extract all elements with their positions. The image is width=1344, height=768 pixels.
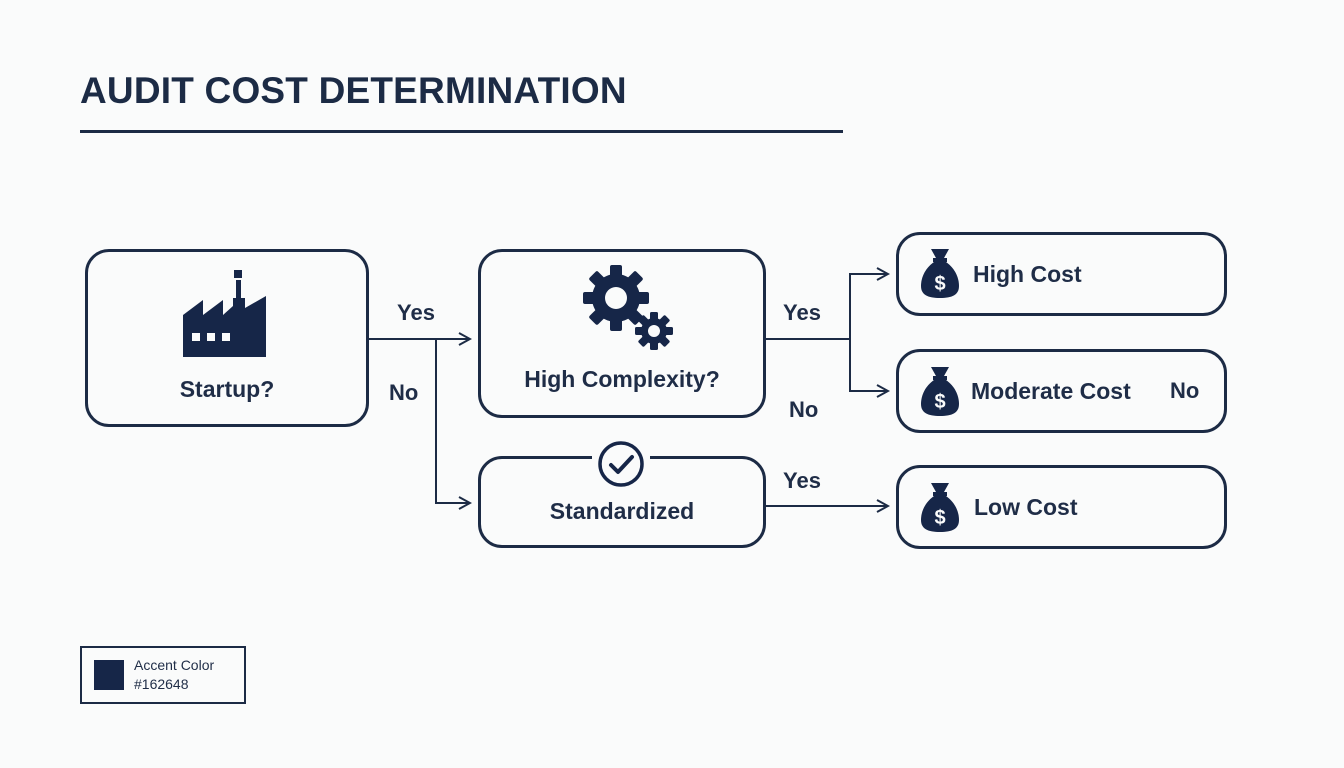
page-title: AUDIT COST DETERMINATION [80, 70, 627, 111]
money-bag-icon: $ [921, 367, 959, 416]
accent-color-swatch [94, 660, 124, 690]
edge-complexity-to-moderate-cost [849, 339, 888, 391]
high-cost-label: High Cost [973, 261, 1082, 287]
color-legend: Accent Color #162648 [80, 646, 246, 704]
money-bag-icon: $ [921, 249, 959, 298]
low-cost-label: Low Cost [974, 494, 1078, 520]
checkmark-circle-icon [592, 441, 650, 487]
edge-label-startup-yes: Yes [397, 300, 435, 325]
high-complexity-label: High Complexity? [524, 366, 720, 392]
legend-label: Accent Color [134, 657, 215, 673]
edge-startup-to-standardized [435, 339, 470, 503]
edge-label-complexity-yes: Yes [783, 300, 821, 325]
factory-icon [183, 270, 266, 357]
edge-label-moderate-no: No [1170, 378, 1200, 403]
startup-label: Startup? [179, 376, 275, 402]
edge-label-complexity-no: No [789, 397, 819, 422]
title-underline [80, 130, 843, 133]
legend-hex-value: #162648 [134, 676, 189, 692]
gears-icon [583, 265, 673, 350]
svg-text:$: $ [934, 507, 945, 529]
svg-text:$: $ [934, 391, 945, 413]
edge-label-standardized-yes: Yes [783, 468, 821, 493]
edge-label-startup-no: No [389, 380, 419, 405]
moderate-cost-label: Moderate Cost [971, 378, 1131, 404]
money-bag-icon: $ [921, 483, 959, 532]
standardized-label: Standardized [549, 498, 695, 524]
svg-text:$: $ [934, 273, 945, 295]
edge-complexity-to-high-cost [849, 274, 888, 339]
node-high-cost [896, 232, 1227, 316]
